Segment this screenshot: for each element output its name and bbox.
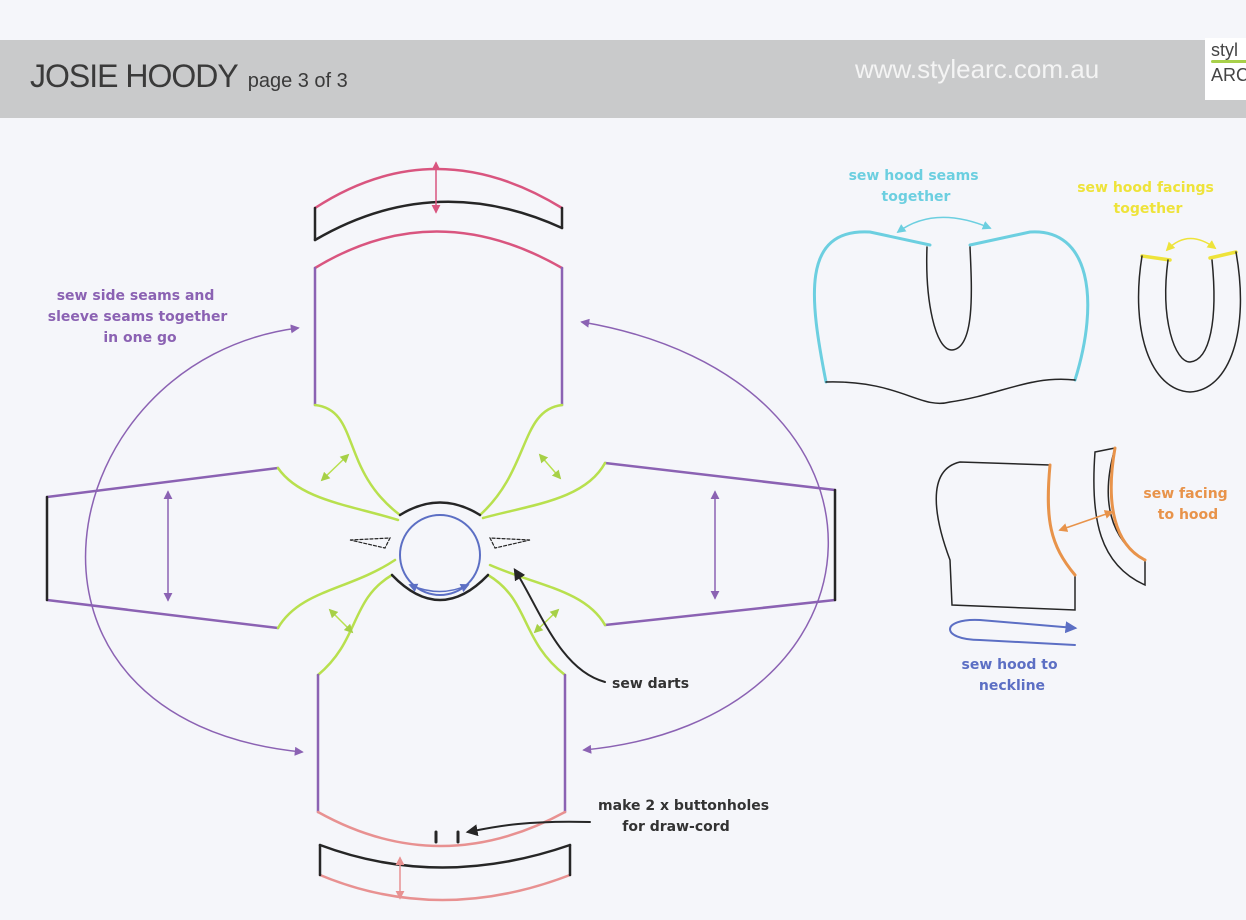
bottom-band-piece — [318, 843, 572, 902]
header-band — [0, 40, 1246, 118]
label-line: in one go — [103, 330, 177, 346]
logo-text-2: ARC — [1211, 65, 1246, 85]
side-seam-arrows — [84, 318, 829, 756]
label-hood-to-neckline: sew hood to neckline — [962, 657, 1063, 694]
label-line: make 2 x buttonholes — [598, 798, 769, 814]
logo-swoosh — [1211, 60, 1246, 63]
label-line: sew hood facings — [1077, 180, 1214, 196]
top-band-piece — [313, 161, 564, 242]
label-line: for draw-cord — [622, 819, 729, 835]
label-line: sew hood seams — [849, 168, 979, 184]
label-line: sew side seams and — [57, 288, 215, 304]
back-body-piece — [316, 573, 567, 848]
label-line: together — [1114, 201, 1183, 217]
darts-pointer-arrow — [513, 567, 606, 683]
label-line: sew facing — [1143, 486, 1227, 502]
pattern-name: JOSIE HOODY — [30, 58, 239, 94]
buttonhole-pointer-arrow — [465, 820, 591, 837]
hood-pieces — [812, 216, 1090, 404]
label-buttonholes: make 2 x buttonholes for draw-cord — [598, 798, 774, 835]
hood-facing-pieces — [1137, 237, 1242, 393]
label-line: neckline — [979, 678, 1045, 694]
match-arrows — [320, 453, 562, 634]
neck-opening — [349, 514, 531, 596]
label-line: sew hood to — [962, 657, 1058, 673]
page-title: JOSIE HOODY page 3 of 3 — [30, 58, 348, 95]
website-url: www.stylearc.com.au — [855, 54, 1100, 84]
hood-side-pieces — [935, 446, 1147, 646]
right-sleeve-piece — [481, 461, 837, 627]
left-sleeve-piece — [45, 466, 400, 630]
label-line: to hood — [1158, 507, 1218, 523]
label-side-seams: sew side seams and sleeve seams together… — [48, 288, 232, 346]
front-body-piece — [313, 230, 564, 517]
label-line: together — [882, 189, 951, 205]
label-hood-facings: sew hood facings together — [1077, 180, 1219, 217]
label-facing-to-hood: sew facing to hood — [1143, 486, 1232, 523]
page-number: page 3 of 3 — [247, 70, 348, 92]
label-sew-darts: sew darts — [612, 676, 689, 692]
logo-text-1: styl — [1211, 40, 1238, 60]
label-line: sleeve seams together — [48, 309, 228, 325]
label-hood-seams: sew hood seams together — [849, 168, 984, 205]
